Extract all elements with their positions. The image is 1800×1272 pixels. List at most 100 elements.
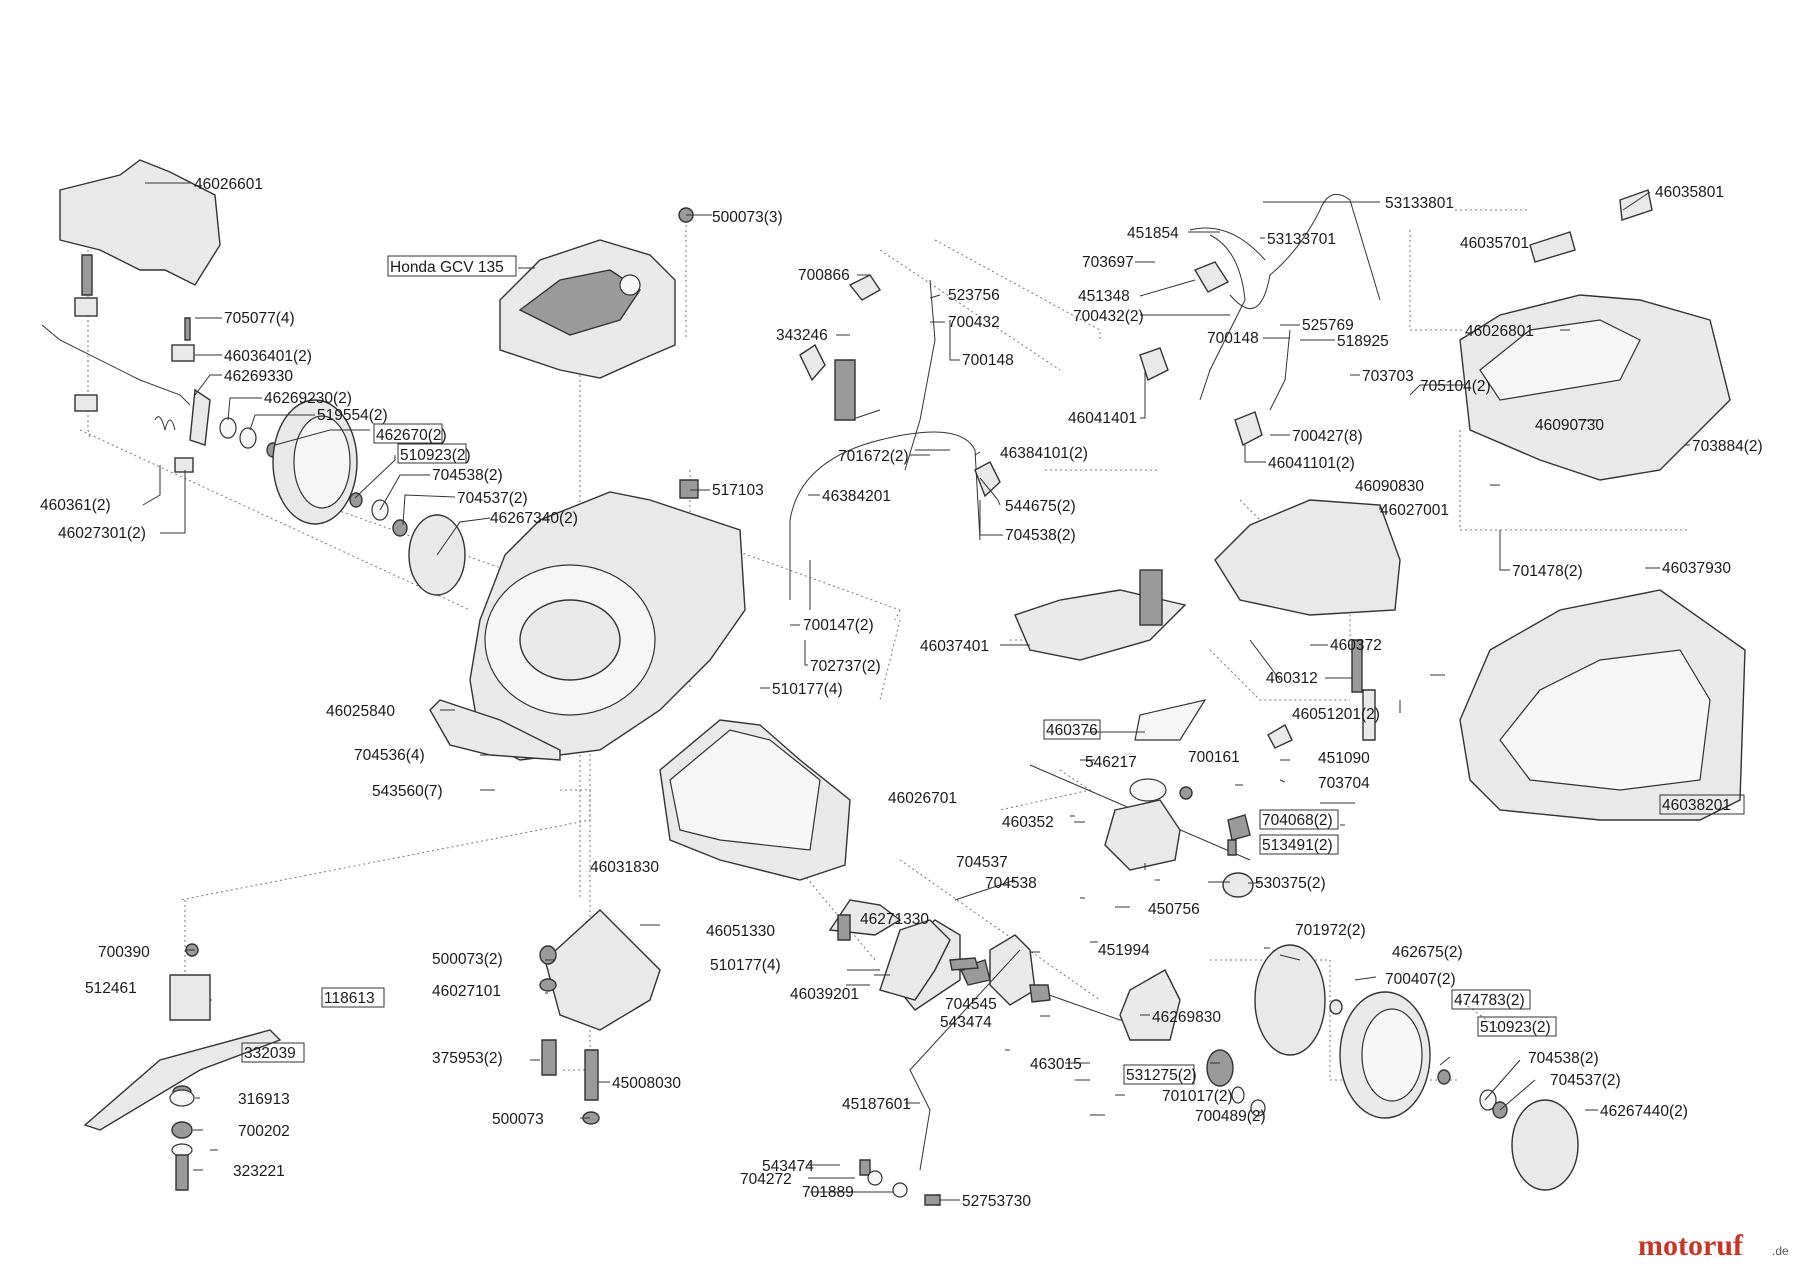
part-label: 543560(7) <box>372 783 443 800</box>
part-label: 705104(2) <box>1420 378 1491 395</box>
part-label: 703697 <box>1082 254 1134 271</box>
boxed-label-frames <box>241 255 1745 1085</box>
leader-lines <box>142 182 1690 1201</box>
part-label: 701672(2) <box>838 448 909 465</box>
part-label: 118613 <box>324 990 375 1007</box>
part-label: 701478(2) <box>1512 563 1583 580</box>
part-label: 500073(2) <box>432 951 503 968</box>
part-label: 702737(2) <box>810 658 881 675</box>
part-label: 474783(2) <box>1454 992 1525 1009</box>
part-label: 700407(2) <box>1385 971 1456 988</box>
part-label: 704536(4) <box>354 747 425 764</box>
part-label: 451348 <box>1078 288 1130 305</box>
part-label: 462675(2) <box>1392 944 1463 961</box>
part-label: 52753730 <box>962 1193 1031 1210</box>
part-label: 704537(2) <box>1550 1072 1621 1089</box>
part-label: 451854 <box>1127 225 1179 242</box>
part-label: 451090 <box>1318 750 1370 767</box>
part-label: 513491(2) <box>1262 837 1333 854</box>
part-label: 46384101(2) <box>1000 445 1088 462</box>
part-label: 46027001 <box>1380 502 1449 519</box>
part-label: 544675(2) <box>1005 498 1076 515</box>
part-label: 46036401(2) <box>224 348 312 365</box>
part-label: 46051201(2) <box>1292 706 1380 723</box>
part-label: 46051330 <box>706 923 775 940</box>
part-label: 460376 <box>1046 722 1098 739</box>
watermark-logo: motoruf .de <box>1638 1229 1789 1262</box>
part-label: 703704 <box>1318 775 1370 792</box>
part-label: 46384201 <box>822 488 891 505</box>
part-label: 46026601 <box>194 176 263 193</box>
part-label: 704272 <box>740 1171 792 1188</box>
part-label: 510923(2) <box>1480 1019 1551 1036</box>
part-shapes <box>41 159 1746 1206</box>
part-label: 704068(2) <box>1262 812 1333 829</box>
part-label: 518925 <box>1337 333 1389 350</box>
part-label: 510177(4) <box>772 681 843 698</box>
part-label: 700489(2) <box>1195 1108 1266 1125</box>
part-label: 543474 <box>940 1014 992 1031</box>
part-labels: 46026601 500073(3) Honda GCV 135 705077(… <box>40 176 1763 1210</box>
part-label: 703884(2) <box>1692 438 1763 455</box>
part-label: 704537 <box>956 854 1008 871</box>
part-label: 46035701 <box>1460 235 1529 252</box>
part-label: 517103 <box>712 482 764 499</box>
part-label: 704538(2) <box>432 467 503 484</box>
engine-label: Honda GCV 135 <box>390 259 504 276</box>
part-label: 46041101(2) <box>1268 455 1355 472</box>
part-label: 704538 <box>985 875 1037 892</box>
part-label: 700147(2) <box>803 617 874 634</box>
part-label: 701972(2) <box>1295 922 1366 939</box>
part-label: 46026701 <box>888 790 957 807</box>
part-label: 375953(2) <box>432 1050 503 1067</box>
watermark-brand: motoruf <box>1638 1229 1744 1262</box>
part-label: 46090830 <box>1355 478 1424 495</box>
part-label: 525769 <box>1302 317 1354 334</box>
part-label: 46269230(2) <box>264 390 352 407</box>
part-label: 543474 <box>762 1158 814 1175</box>
part-label: 531275(2) <box>1126 1067 1197 1084</box>
part-label: 46041401 <box>1068 410 1137 427</box>
part-label: 704538(2) <box>1528 1050 1599 1067</box>
part-label: 46037930 <box>1662 560 1731 577</box>
part-label: 460352 <box>1002 814 1054 831</box>
part-label: 46269830 <box>1152 1009 1221 1026</box>
part-label: 700148 <box>1207 330 1259 347</box>
part-label: 705077(4) <box>224 310 295 327</box>
part-label: 332039 <box>244 1045 296 1062</box>
part-label: 700148 <box>962 352 1014 369</box>
part-label: 46027101 <box>432 983 501 1000</box>
part-label: 46269330 <box>224 368 293 385</box>
part-label: 523756 <box>948 287 1000 304</box>
part-label: 46031830 <box>590 859 659 876</box>
part-label: 463015 <box>1030 1056 1082 1073</box>
part-label: 45008030 <box>612 1075 681 1092</box>
part-label: 700427(8) <box>1292 428 1363 445</box>
part-label: 46027301(2) <box>58 525 146 542</box>
part-label: 512461 <box>85 980 137 997</box>
part-label: 701889 <box>802 1184 854 1201</box>
part-label: 530375(2) <box>1255 875 1326 892</box>
part-label: 500073(3) <box>712 209 783 226</box>
part-label: 700390 <box>98 944 150 961</box>
part-label: 510923(2) <box>400 447 471 464</box>
part-label: 46038201 <box>1662 797 1731 814</box>
part-label: 53133701 <box>1267 231 1336 248</box>
part-label: 45187601 <box>842 1096 911 1113</box>
part-label: 703703 <box>1362 368 1414 385</box>
part-label: 500073 <box>492 1111 544 1128</box>
part-label: 46039201 <box>790 986 859 1003</box>
part-label: 46090730 <box>1535 417 1604 434</box>
part-label: 53133801 <box>1385 195 1454 212</box>
part-label: 462670(2) <box>376 427 447 444</box>
part-label: 323221 <box>233 1163 285 1180</box>
part-label: 451994 <box>1098 942 1150 959</box>
part-label: 700161 <box>1188 749 1240 766</box>
part-label: 510177(4) <box>710 957 781 974</box>
part-label: 46025840 <box>326 703 395 720</box>
part-label: 700866 <box>798 267 850 284</box>
part-label: 46026801 <box>1465 323 1534 340</box>
part-label: 343246 <box>776 327 828 344</box>
part-label: 46035801 <box>1655 184 1724 201</box>
part-label: 460372 <box>1330 637 1382 654</box>
